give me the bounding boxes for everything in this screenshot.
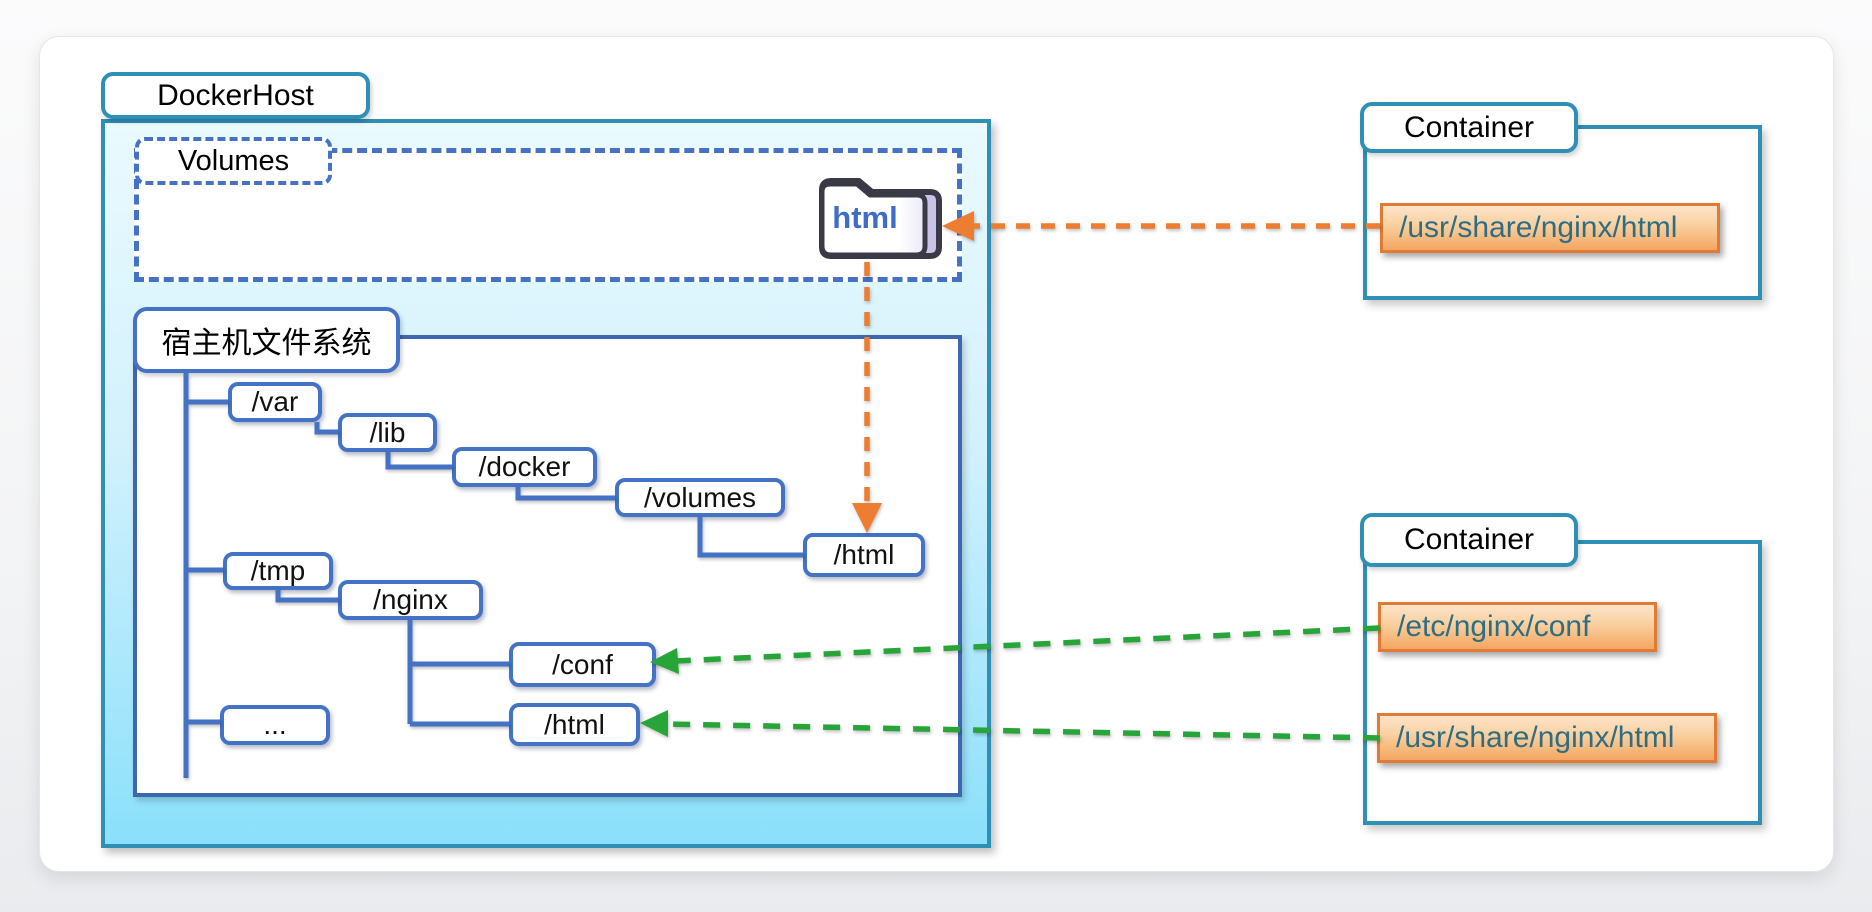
- container-bottom-label-text: Container: [1403, 523, 1535, 556]
- container-top-label: Container: [1360, 102, 1578, 153]
- tree-node-volume-html: /html: [803, 533, 925, 577]
- tree-node-nginx-html: /html: [509, 703, 640, 746]
- tree-node-docker: /docker: [452, 447, 597, 487]
- dockerhost-label: DockerHost: [101, 72, 370, 119]
- mount-usr-share-nginx-html-bottom: /usr/share/nginx/html: [1377, 713, 1717, 763]
- html-folder-icon: [812, 162, 947, 262]
- volumes-label-text: Volumes: [177, 144, 290, 177]
- tree-node-nginx: /nginx: [338, 580, 483, 620]
- mount-usr-share-nginx-html-top: /usr/share/nginx/html: [1380, 203, 1720, 253]
- mount-etc-nginx-conf: /etc/nginx/conf: [1378, 602, 1657, 652]
- tree-node-tmp: /tmp: [223, 552, 333, 590]
- container-bottom-label: Container: [1360, 513, 1578, 567]
- host-filesystem-label-text: 宿主机文件系统: [161, 327, 372, 360]
- dockerhost-label-text: DockerHost: [157, 78, 314, 112]
- tree-node-var: /var: [228, 382, 322, 422]
- tree-node-lib: /lib: [338, 413, 437, 452]
- volumes-label: Volumes: [135, 137, 332, 185]
- tree-node-ellipsis: ...: [220, 705, 330, 745]
- container-top-label-text: Container: [1403, 110, 1535, 144]
- container-bottom-box: [1363, 540, 1762, 825]
- tree-node-conf: /conf: [509, 642, 656, 687]
- host-filesystem-label: 宿主机文件系统: [133, 307, 400, 373]
- html-folder-label: html: [832, 200, 898, 235]
- tree-node-volumes: /volumes: [615, 478, 785, 517]
